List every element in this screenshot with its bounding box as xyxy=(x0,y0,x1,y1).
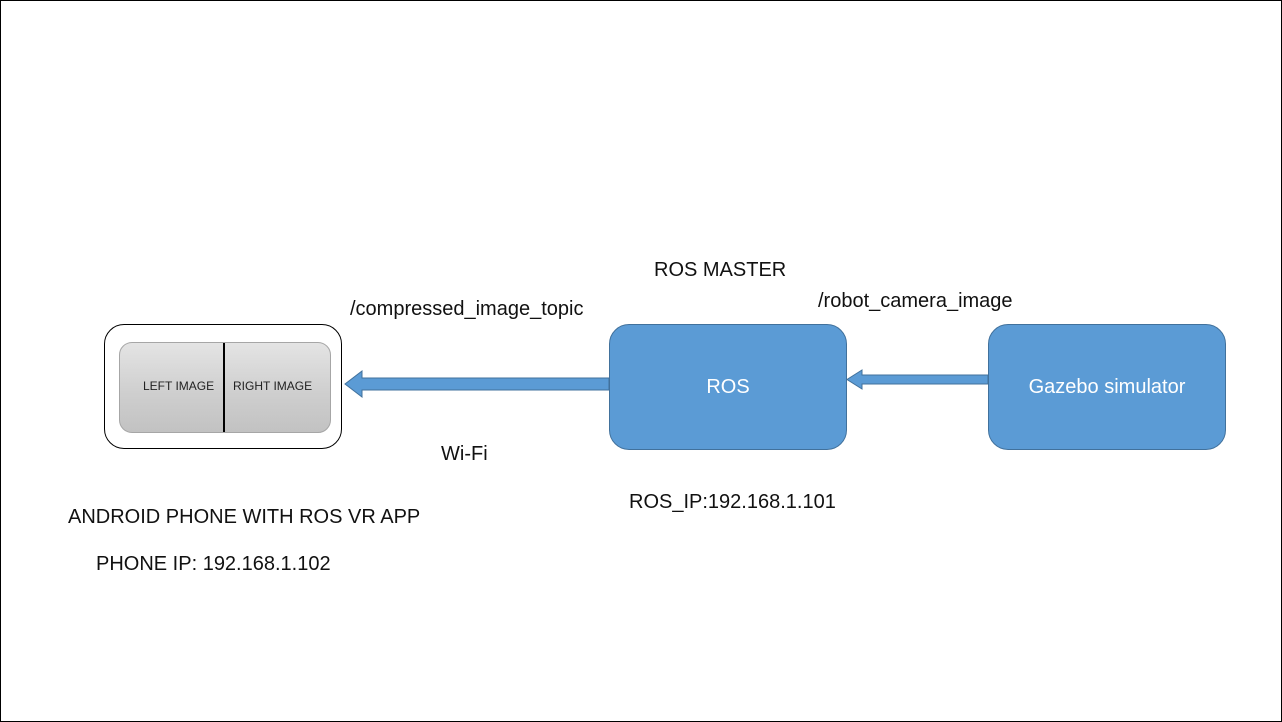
ros-master-label: ROS MASTER xyxy=(654,259,787,281)
ros-node-label: ROS xyxy=(706,375,750,398)
left-image-label: LEFT IMAGE xyxy=(143,379,215,393)
gazebo-simulator-node: Gazebo simulator xyxy=(988,324,1226,450)
ros-ip-label: ROS_IP:192.168.1.101 xyxy=(629,491,836,513)
wifi-label: Wi-Fi xyxy=(441,443,488,465)
phone-ip-label: PHONE IP: 192.168.1.102 xyxy=(96,553,331,575)
robot-camera-arrow xyxy=(846,369,989,390)
android-phone-caption: ANDROID PHONE WITH ROS VR APP xyxy=(68,506,421,528)
gazebo-simulator-label: Gazebo simulator xyxy=(1028,375,1186,398)
phone-screen: LEFT IMAGE RIGHT IMAGE xyxy=(119,342,331,433)
robot-camera-image-topic-label: /robot_camera_image xyxy=(818,290,1013,312)
screen-divider xyxy=(223,343,225,432)
right-image-label: RIGHT IMAGE xyxy=(233,379,313,393)
compressed-image-arrow xyxy=(344,369,610,399)
ros-node: ROS xyxy=(609,324,847,450)
compressed-image-topic-label: /compressed_image_topic xyxy=(350,298,584,320)
